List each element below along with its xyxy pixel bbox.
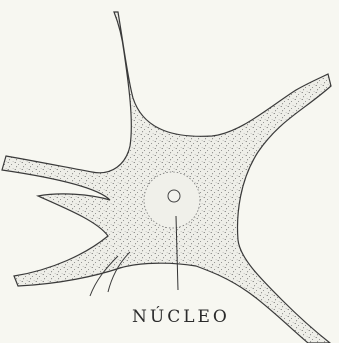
nucleus-label: NÚCLEO	[132, 307, 230, 327]
nucleolus	[168, 190, 180, 202]
